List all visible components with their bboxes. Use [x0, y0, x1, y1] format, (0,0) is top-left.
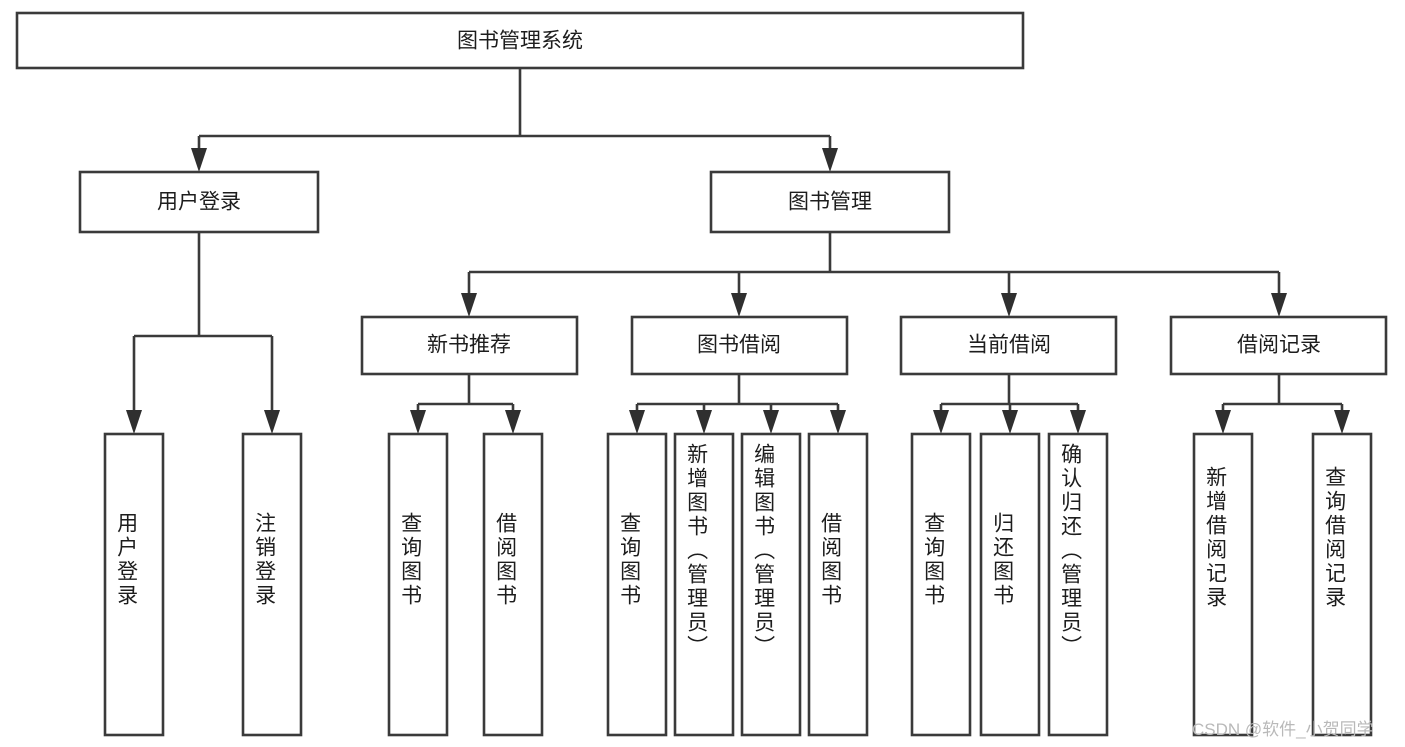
- node-new-book-recommend-box[interactable]: [360, 315, 579, 376]
- node-leaf-logout-box[interactable]: [241, 432, 303, 737]
- arrow-head-leaf-query-book-3: [933, 410, 949, 434]
- node-leaf-borrow-book-2-box[interactable]: [807, 432, 869, 737]
- node-book-management-box[interactable]: [709, 170, 951, 234]
- node-leaf-add-record-box[interactable]: [1192, 432, 1254, 737]
- node-borrow-record-label: 借阅记录: [1237, 334, 1321, 357]
- node-book-borrow-label: 图书借阅: [697, 334, 781, 357]
- arrow-head-leaf-borrow-book-2: [830, 410, 846, 434]
- node-leaf-borrow-book-2-label: 借阅图书: [819, 512, 843, 608]
- node-leaf-add-book-box[interactable]: [673, 432, 735, 737]
- arrow-head-leaf-add-book: [696, 410, 712, 434]
- connector-layer: [126, 68, 1350, 434]
- node-book-management[interactable]: 图书管理: [709, 170, 951, 234]
- node-leaf-confirm-return[interactable]: 确认归还（管理员）: [1047, 432, 1109, 737]
- node-user-login-label: 用户登录: [157, 191, 241, 214]
- node-leaf-add-book-label: 新增图书（管理员）: [685, 443, 709, 659]
- node-book-borrow[interactable]: 图书借阅: [630, 315, 849, 376]
- arrow-head-book-management: [822, 148, 838, 172]
- node-leaf-edit-book-box[interactable]: [740, 432, 802, 737]
- node-leaf-borrow-book-2[interactable]: 借阅图书: [807, 432, 869, 737]
- arrow-head-leaf-borrow-book-1: [505, 410, 521, 434]
- node-leaf-user-login[interactable]: 用户登录: [103, 432, 165, 737]
- node-borrow-record-box[interactable]: [1169, 315, 1388, 376]
- arrow-head-borrow-record: [1271, 293, 1287, 317]
- node-current-borrow[interactable]: 当前借阅: [899, 315, 1118, 376]
- node-user-login-box[interactable]: [78, 170, 320, 234]
- node-leaf-edit-book[interactable]: 编辑图书（管理员）: [740, 432, 802, 737]
- node-leaf-query-book-2-box[interactable]: [606, 432, 668, 737]
- node-leaf-query-book-3[interactable]: 查询图书: [910, 432, 972, 737]
- node-book-management-label: 图书管理: [788, 191, 872, 214]
- node-leaf-query-book-1-box[interactable]: [387, 432, 449, 737]
- node-leaf-logout[interactable]: 注销登录: [241, 432, 303, 737]
- node-leaf-add-book[interactable]: 新增图书（管理员）: [673, 432, 735, 737]
- arrow-head-leaf-user-login: [126, 410, 142, 434]
- node-leaf-user-login-box[interactable]: [103, 432, 165, 737]
- node-leaf-confirm-return-label: 确认归还（管理员）: [1059, 443, 1083, 659]
- node-borrow-record[interactable]: 借阅记录: [1169, 315, 1388, 376]
- node-current-borrow-box[interactable]: [899, 315, 1118, 376]
- node-leaf-return-book[interactable]: 归还图书: [979, 432, 1041, 737]
- arrow-head-book-borrow: [731, 293, 747, 317]
- arrow-head-leaf-logout: [264, 410, 280, 434]
- arrow-head-user-login: [191, 148, 207, 172]
- node-leaf-add-record[interactable]: 新增借阅记录: [1192, 432, 1254, 737]
- node-leaf-query-record-box[interactable]: [1311, 432, 1373, 737]
- csdn-watermark: CSDN @软件_小贺同学: [1192, 720, 1374, 739]
- node-leaf-borrow-book-1[interactable]: 借阅图书: [482, 432, 544, 737]
- node-leaf-return-book-box[interactable]: [979, 432, 1041, 737]
- node-leaf-edit-book-label: 编辑图书（管理员）: [752, 443, 776, 659]
- arrow-head-leaf-confirm-return: [1070, 410, 1086, 434]
- arrow-head-leaf-return-book: [1002, 410, 1018, 434]
- node-new-book-recommend-label: 新书推荐: [427, 334, 511, 357]
- node-root[interactable]: 图书管理系统: [15, 11, 1025, 70]
- node-leaf-borrow-book-1-box[interactable]: [482, 432, 544, 737]
- arrow-head-leaf-edit-book: [763, 410, 779, 434]
- node-leaf-query-book-3-box[interactable]: [910, 432, 972, 737]
- node-user-login[interactable]: 用户登录: [78, 170, 320, 234]
- node-root-box[interactable]: [15, 11, 1025, 70]
- node-leaf-query-record[interactable]: 查询借阅记录: [1311, 432, 1373, 737]
- arrow-head-leaf-query-book-2: [629, 410, 645, 434]
- node-leaf-query-book-3-label: 查询图书: [922, 512, 946, 608]
- arrow-head-current-borrow: [1001, 293, 1017, 317]
- node-leaf-query-book-2[interactable]: 查询图书: [606, 432, 668, 737]
- node-leaf-borrow-book-1-label: 借阅图书: [494, 512, 518, 608]
- node-leaf-add-record-label: 新增借阅记录: [1204, 466, 1228, 610]
- node-leaf-confirm-return-box[interactable]: [1047, 432, 1109, 737]
- arrow-head-leaf-query-book-1: [410, 410, 426, 434]
- node-leaf-query-record-label: 查询借阅记录: [1323, 466, 1347, 610]
- node-leaf-query-book-2-label: 查询图书: [618, 512, 642, 608]
- node-leaf-query-book-1-label: 查询图书: [399, 512, 423, 608]
- node-leaf-query-book-1[interactable]: 查询图书: [387, 432, 449, 737]
- node-current-borrow-label: 当前借阅: [967, 334, 1051, 357]
- node-book-borrow-box[interactable]: [630, 315, 849, 376]
- arrow-head-leaf-add-record: [1215, 410, 1231, 434]
- node-root-label: 图书管理系统: [457, 30, 583, 53]
- node-leaf-return-book-label: 归还图书: [991, 512, 1015, 608]
- arrow-head-new-book-recommend: [461, 293, 477, 317]
- node-leaf-logout-label: 注销登录: [253, 512, 277, 608]
- arrow-head-leaf-query-record: [1334, 410, 1350, 434]
- node-leaf-user-login-label: 用户登录: [115, 512, 139, 608]
- node-new-book-recommend[interactable]: 新书推荐: [360, 315, 579, 376]
